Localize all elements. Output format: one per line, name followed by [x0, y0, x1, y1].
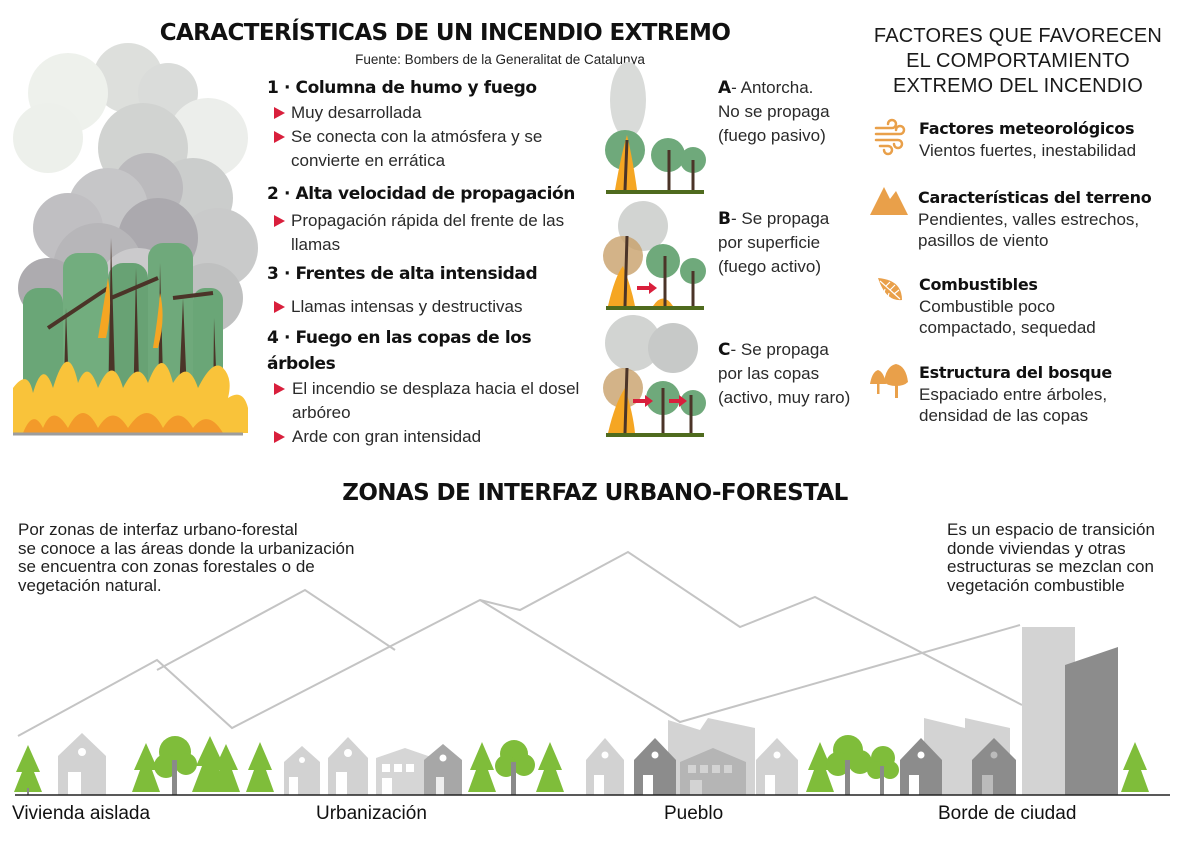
- wind-icon: [874, 118, 906, 156]
- round-tree-icon: [867, 746, 899, 795]
- zone-label-isolated-house: Vivienda aislada: [12, 803, 151, 824]
- triangle-bullet-icon: [274, 431, 285, 443]
- house-icon: [376, 748, 434, 795]
- round-tree-icon: [154, 736, 197, 795]
- bullet-item: Llamas intensas y destructivas: [267, 295, 602, 319]
- mountain-icon: [870, 187, 908, 215]
- house-icon: [900, 738, 942, 795]
- characteristic-4: 4 · Fuego en las copas de los árboles El…: [267, 325, 602, 449]
- characteristic-1: 1 · Columna de humo y fuego Muy desarrol…: [267, 75, 602, 173]
- pine-tree-icon: [212, 744, 240, 792]
- bullet-item: Muy desarrollada: [267, 101, 602, 125]
- house-icon: [680, 748, 746, 795]
- bullet-item: El incendio se desplaza hacia el dosel a…: [267, 377, 602, 425]
- house-icon: [424, 744, 462, 795]
- characteristic-heading: 4 · Fuego en las copas de los árboles: [267, 328, 532, 374]
- triangle-bullet-icon: [274, 383, 285, 395]
- factor-fuels: Combustibles Combustible poco compactado…: [868, 274, 1188, 344]
- pine-tree-icon: [1121, 742, 1149, 792]
- wui-section-title: ZONAS DE INTERFAZ URBANO-FORESTAL: [342, 480, 848, 506]
- zone-label-urbanization: Urbanización: [316, 803, 427, 824]
- factors-title: FACTORES QUE FAVORECEN EL COMPORTAMIENTO…: [873, 25, 1163, 97]
- pine-tree-icon: [536, 742, 564, 792]
- factor-terrain: Características del terreno Pendientes, …: [868, 187, 1188, 257]
- pine-tree-icon: [246, 742, 274, 792]
- pine-tree-icon: [468, 742, 496, 792]
- forest-fire-illustration: [13, 43, 258, 436]
- houses: [58, 733, 1016, 795]
- bullet-item: Propagación rápida del frente de las lla…: [267, 209, 602, 257]
- source-credit: Fuente: Bombers de la Generalitat de Cat…: [355, 52, 645, 67]
- factor-meteorological: Factores meteorológicos Vientos fuertes,…: [868, 118, 1188, 168]
- pine-tree-icon: [14, 745, 42, 795]
- fire-type-b-illustration: [603, 201, 706, 310]
- pine-tree-icon: [806, 742, 834, 792]
- characteristics-list: 1 · Columna de humo y fuego Muy desarrol…: [267, 75, 602, 455]
- factor-forest-structure: Estructura del bosque Espaciado entre ár…: [868, 362, 1188, 432]
- characteristic-heading: 2 · Alta velocidad de propagación: [267, 184, 575, 204]
- triangle-bullet-icon: [274, 301, 285, 313]
- round-tree-icon: [826, 735, 872, 795]
- pine-tree-icon: [132, 743, 160, 792]
- mountain-outlines: [17, 550, 1023, 737]
- characteristic-heading: 3 · Frentes de alta intensidad: [267, 264, 538, 284]
- house-icon: [972, 738, 1016, 795]
- house-icon: [284, 746, 320, 795]
- round-tree-icon: [495, 740, 535, 795]
- house-icon: [756, 738, 798, 795]
- house-icon: [328, 737, 368, 795]
- wui-transition-text: Es un espacio de transición donde vivien…: [947, 520, 1155, 595]
- characteristic-3: 3 · Frentes de alta intensidad Llamas in…: [267, 261, 602, 319]
- trees: [14, 735, 1149, 795]
- zone-label-city-edge: Borde de ciudad: [938, 803, 1077, 824]
- house-icon: [58, 733, 106, 795]
- fire-type-c-illustration: [603, 315, 706, 437]
- bullet-item: Se conecta con la atmósfera y se convier…: [267, 125, 602, 173]
- zone-label-village: Pueblo: [664, 803, 724, 824]
- fire-type-a-illustration: [605, 62, 706, 194]
- triangle-bullet-icon: [274, 215, 285, 227]
- leaf-icon: [878, 278, 902, 301]
- house-icon: [634, 738, 676, 795]
- flames: [13, 361, 248, 433]
- fire-type-b-label: B- Se propaga por superficie (fuego acti…: [718, 209, 830, 276]
- bullet-item: Arde con gran intensidad: [267, 425, 602, 449]
- fire-type-a-label: A- Antorcha. No se propaga (fuego pasivo…: [718, 78, 830, 145]
- wui-definition-text: Por zonas de interfaz urbano-forestal se…: [18, 520, 355, 595]
- characteristic-2: 2 · Alta velocidad de propagación Propag…: [267, 181, 602, 257]
- triangle-bullet-icon: [274, 131, 285, 143]
- wui-landscape-illustration: [14, 550, 1170, 796]
- tall-building-dark: [1065, 647, 1118, 795]
- triangle-bullet-icon: [274, 107, 285, 119]
- trees-icon: [870, 364, 908, 398]
- characteristic-heading: 1 · Columna de humo y fuego: [267, 78, 537, 98]
- page-title: CARACTERÍSTICAS DE UN INCENDIO EXTREMO: [159, 20, 731, 46]
- house-icon: [586, 738, 624, 795]
- fire-type-c-label: C- Se propaga por las copas (activo, muy…: [718, 340, 851, 407]
